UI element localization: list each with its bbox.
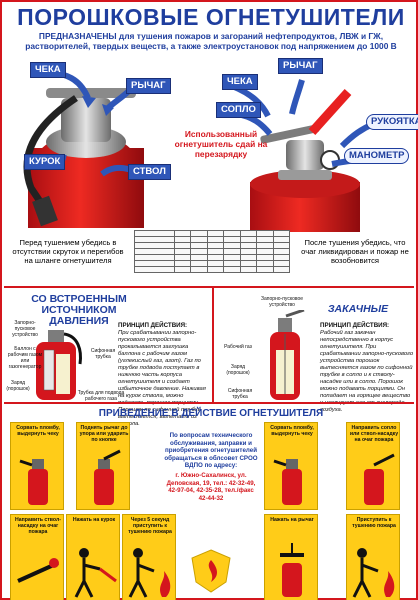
built-in-label-2: Баллон с рабочим газом или газогенератор (7, 346, 43, 370)
person-fire-icon (352, 548, 395, 598)
divider-middle (212, 288, 214, 402)
label-lever-right: РЫЧАГ (278, 58, 323, 74)
step-left-4: Нажать на курок (66, 514, 120, 600)
left-extinguisher-illustration (23, 88, 144, 228)
label-check-left: ЧЕКА (30, 62, 66, 78)
divider-top (4, 286, 414, 288)
step-right-3: Нажать на рычаг (264, 514, 318, 600)
contact-address: г. Южно-Сахалинск, ул. Деповская, 19, те… (166, 471, 256, 502)
built-in-extinguisher (36, 330, 82, 400)
stored-extinguisher (270, 310, 305, 400)
contact-text: По вопросам технического обслуживания, з… (164, 432, 258, 470)
press-lever-icon (280, 543, 304, 597)
step-right-2: Направить сопло или ствол-насадку на оча… (346, 422, 400, 510)
built-in-title: СО ВСТРОЕННЫМ ИСТОЧНИКОМ ДАВЛЕНИЯ (31, 293, 127, 327)
left-caption: Перед тушением убедись в отсутствии скру… (12, 238, 124, 265)
step-right-3-text: Нажать на рычаг (270, 517, 314, 523)
page-title: ПОРОШКОВЫЕ ОГНЕТУШИТЕЛИ (17, 4, 405, 30)
step-left-2: Поднять рычаг до упора или ударить по кн… (76, 422, 130, 510)
stored-label-3: Заряд (порошок) (226, 364, 250, 376)
built-in-label-5: Трубка для подвода рабочего газа (77, 390, 125, 402)
specification-table (134, 230, 291, 273)
label-nozzle-right: СОПЛО (216, 102, 261, 118)
right-extinguisher-illustration (250, 88, 360, 232)
step-left-3-text: Направить ствол-насадку на очаг пожара (15, 517, 61, 535)
built-in-principle-title: ПРИНЦИП ДЕЙСТВИЯ: (118, 322, 188, 329)
step-left-5: Через 5 секунд приступить к тушению пожа… (122, 514, 176, 600)
hand-pull-pin-icon (19, 459, 48, 505)
page-subtitle: ПРЕДНАЗНАЧЕНЫ для тушения пожаров и заго… (25, 31, 397, 51)
lever-icon (94, 449, 121, 505)
stored-label-2: Рабочий газ (224, 344, 252, 350)
label-handle-right: РУКОЯТКА (366, 114, 418, 130)
stored-principle-text: Рабочий газ закачан непосредственно в ко… (320, 330, 414, 413)
label-trigger-left: КУРОК (24, 154, 66, 170)
contact-info: По вопросам технического обслуживания, з… (163, 432, 259, 502)
vdpo-emblem-icon (191, 549, 231, 593)
label-check-right: ЧЕКА (222, 74, 258, 90)
stored-principle: ПРИНЦИП ДЕЙСТВИЯ: Рабочий газ закачан не… (320, 322, 414, 414)
step-right-1-text: Сорвать пломбу, выдернуть чеку (270, 425, 314, 437)
stored-principle-title: ПРИНЦИП ДЕЙСТВИЯ: (320, 322, 390, 329)
divider-bottom (4, 402, 414, 404)
stored-label-4: Сифонная трубка (227, 388, 253, 400)
label-lever-left: РЫЧАГ (126, 78, 171, 94)
label-barrel-left: СТВОЛ (128, 164, 171, 180)
aim-nozzle-icon (17, 558, 59, 583)
built-in-label-3: Заряд (порошок) (6, 380, 30, 392)
person-spraying-icon (74, 548, 117, 598)
label-gauge-right: МАНОМЕТР (344, 148, 410, 164)
activation-title: ПРИВЕДЕНИЕ В ДЕЙСТВИЕ ОГНЕТУШИТЕЛЯ (98, 408, 324, 419)
step-left-1-text: Сорвать пломбу, выдернуть чеку (16, 425, 60, 437)
step-right-4: Приступить к тушению пожара (346, 514, 400, 600)
step-left-4-text: Нажать на курок (72, 517, 116, 523)
step-left-5-text: Через 5 секунд приступить к тушению пожа… (128, 517, 172, 535)
stored-label-1: Запорно-пусковое устройство (260, 296, 304, 308)
step-right-4-text: Приступить к тушению пожара (352, 517, 396, 529)
recharge-note: Использованный огнетушитель сдай на пере… (174, 129, 268, 159)
step-left-3: Направить ствол-насадку на очаг пожара (10, 514, 64, 600)
built-in-label-1: Запорно-пусковое устройство (12, 320, 38, 338)
person-fire-icon (128, 548, 171, 598)
stored-title: ЗАКАЧНЫЕ (327, 303, 389, 315)
aim-nozzle-icon (364, 453, 395, 505)
built-in-label-4: Сифонная трубка (90, 348, 116, 360)
step-left-1: Сорвать пломбу, выдернуть чеку (10, 422, 64, 510)
hand-pull-pin-icon (273, 459, 302, 505)
right-caption: После тушения убедись, что очаг ликвидир… (301, 238, 409, 265)
step-right-1: Сорвать пломбу, выдернуть чеку (264, 422, 318, 510)
step-left-2-text: Поднять рычаг до упора или ударить по кн… (79, 425, 129, 443)
step-right-2-text: Направить сопло или ствол-насадку на оча… (349, 425, 399, 443)
